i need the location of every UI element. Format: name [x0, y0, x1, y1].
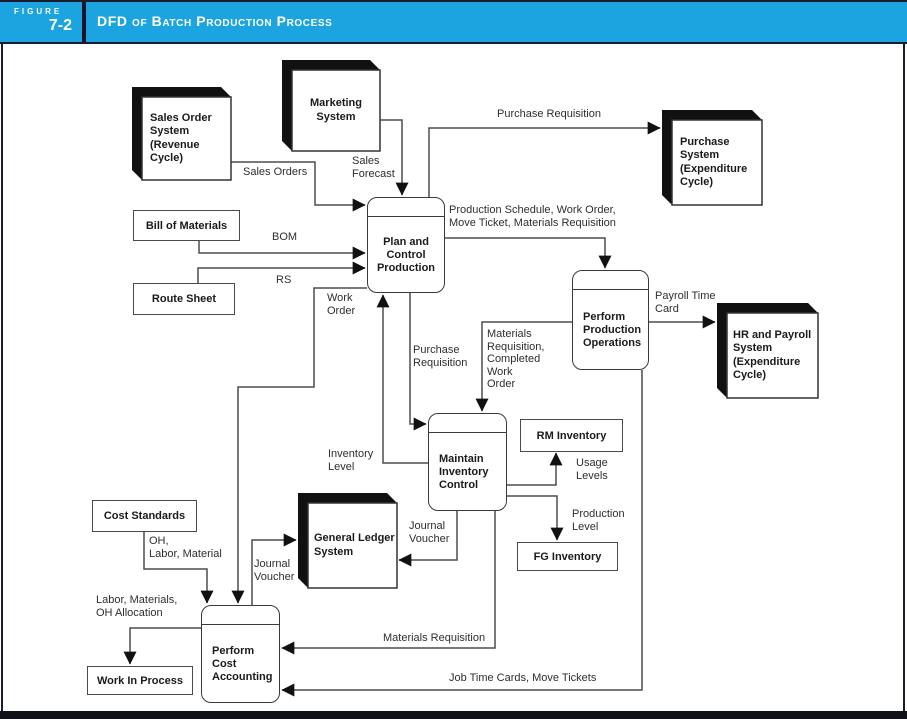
- entity-purchase-system-shape: [662, 110, 763, 206]
- frame-left-border: [1, 44, 3, 712]
- entity-sales-order-system: Sales Order System (Revenue Cycle): [150, 111, 212, 165]
- flow-line-labor-materials-oh: [123, 627, 201, 665]
- flow-line-oh-labor-material: [143, 532, 214, 604]
- entity-marketing-system-shape: [282, 60, 381, 152]
- entity-general-ledger-system-shape: [298, 493, 398, 589]
- figure-header: FIGURE 7-2 DFD of Batch Production Proce…: [0, 0, 907, 44]
- figure-title: DFD of Batch Production Process: [97, 13, 333, 29]
- flow-line-materials-requisition-completed: [475, 321, 572, 412]
- store-work-in-process: Work In Process: [87, 666, 193, 695]
- flow-line-production-level: [507, 495, 564, 541]
- store-bill-of-materials: Bill of Materials: [133, 210, 240, 241]
- store-fg-inventory: FG Inventory: [517, 542, 618, 571]
- flow-label-production-schedule: Production Schedule, Work Order, Move Ti…: [449, 204, 616, 229]
- flow-label-work-order: Work Order: [327, 292, 356, 317]
- process-band: [368, 198, 444, 217]
- flow-line-job-time-cards: [281, 370, 643, 697]
- flow-line-usage-levels: [507, 452, 563, 486]
- flow-line-production-schedule: [445, 237, 612, 269]
- flow-line-rs: [197, 261, 366, 283]
- figure-number: 7-2: [48, 17, 72, 34]
- flow-line-inventory-level: [376, 294, 428, 464]
- flow-label-journal-voucher-right: Journal Voucher: [409, 520, 450, 545]
- flow-label-oh-labor-material: OH, Labor, Material: [149, 535, 222, 560]
- flow-label-payroll-time-card: Payroll Time Card: [655, 290, 716, 315]
- store-cost-standards: Cost Standards: [92, 500, 197, 532]
- flow-label-purchase-requisition-top: Purchase Requisition: [497, 108, 601, 120]
- process-maintain-inventory-control: Maintain Inventory Control: [428, 413, 507, 511]
- flow-line-materials-requisition-bottom: [281, 511, 496, 655]
- process-plan-control-production-label: Plan and Control Production: [376, 235, 436, 274]
- flow-line-purchase-requisition-mid: [409, 293, 427, 431]
- flow-line-work-order: [231, 287, 367, 604]
- entity-marketing-system: Marketing System: [310, 97, 362, 123]
- process-maintain-inventory-control-label: Maintain Inventory Control: [439, 452, 489, 491]
- flow-label-job-time-cards: Job Time Cards, Move Tickets: [449, 672, 597, 684]
- process-band: [573, 271, 648, 290]
- flow-line-journal-voucher-right: [398, 511, 458, 567]
- entity-sales-order-system-shape: [132, 87, 232, 181]
- process-plan-control-production: Plan and Control Production: [367, 197, 445, 293]
- flow-line-sales-orders: [231, 161, 366, 212]
- flow-label-bom: BOM: [272, 231, 298, 243]
- flow-line-bom: [198, 241, 366, 260]
- flow-line-journal-voucher-left: [251, 533, 297, 605]
- frame-right-border: [903, 44, 905, 712]
- store-route-sheet: Route Sheet: [133, 283, 235, 315]
- entity-shapes: [132, 60, 819, 589]
- flow-line-sales-forecast: [380, 119, 409, 196]
- figure-number-box: FIGURE 7-2: [0, 2, 86, 42]
- process-band: [429, 414, 506, 433]
- store-rm-inventory: RM Inventory: [520, 419, 623, 452]
- process-perform-production-operations: Perform Production Operations: [572, 270, 649, 370]
- flow-label-purchase-requisition-mid: Purchase Requisition: [413, 344, 468, 369]
- flow-label-materials-requisition-bottom: Materials Requisition: [383, 632, 486, 644]
- process-perform-cost-accounting: Perform Cost Accounting: [201, 605, 280, 703]
- flow-label-inventory-level: Inventory Level: [328, 448, 374, 473]
- figure-label: FIGURE: [14, 7, 63, 16]
- frame-bottom-border: [0, 711, 907, 719]
- entity-purchase-system: Purchase System (Expenditure Cycle): [680, 135, 748, 189]
- flow-label-materials-requisition-completed: Materials Requisition, Completed Work Or…: [487, 328, 545, 390]
- process-band: [202, 606, 279, 625]
- flow-label-production-level: Production Level: [572, 508, 625, 533]
- flow-label-journal-voucher-left: Journal Voucher: [254, 558, 295, 583]
- process-perform-cost-accounting-label: Perform Cost Accounting: [212, 644, 273, 683]
- flow-label-sales-forecast: Sales Forecast: [352, 155, 395, 180]
- entity-hr-payroll-system: HR and Payroll System (Expenditure Cycle…: [733, 328, 812, 382]
- flow-label-labor-materials-oh: Labor, Materials, OH Allocation: [96, 594, 178, 619]
- process-perform-production-operations-label: Perform Production Operations: [583, 310, 642, 349]
- flow-label-sales-orders: Sales Orders: [243, 166, 308, 178]
- flow-line-purchase-requisition-top: [428, 121, 661, 197]
- entity-general-ledger-system: General Ledger System: [314, 532, 395, 558]
- entity-hr-payroll-system-shape: [717, 303, 819, 399]
- flow-label-usage-levels: Usage Levels: [576, 457, 608, 482]
- flow-label-rs: RS: [276, 274, 292, 286]
